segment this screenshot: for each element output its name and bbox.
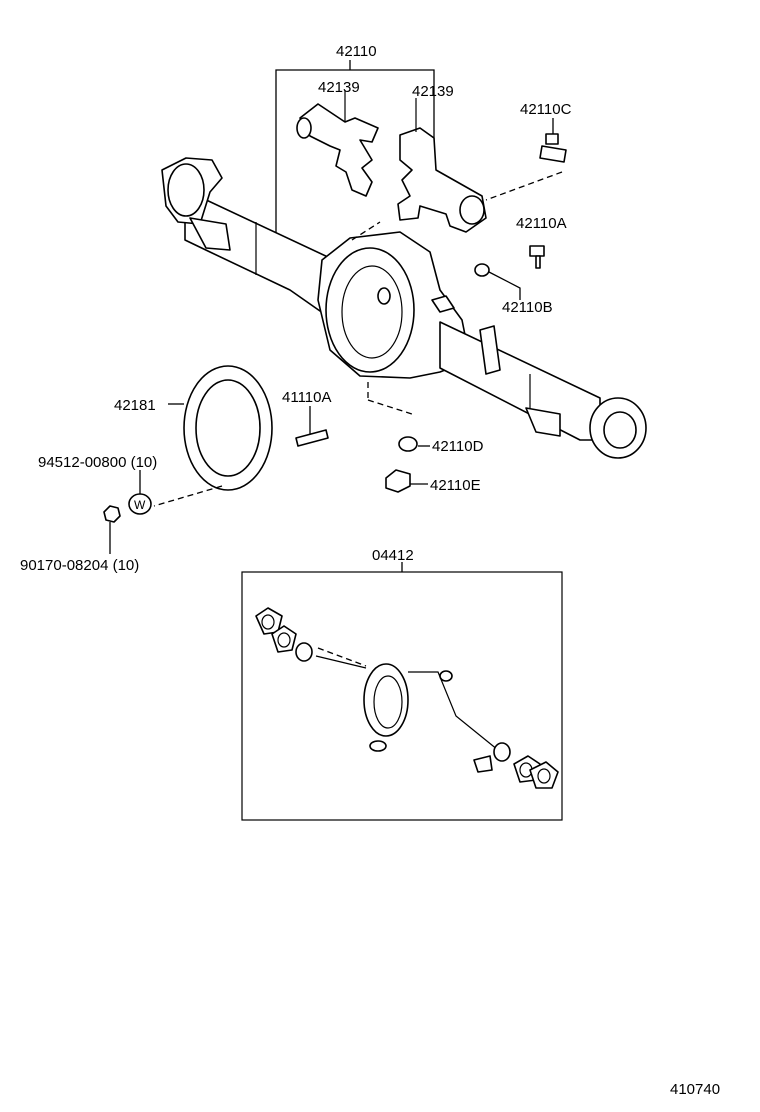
label-41110A: 41110A <box>282 389 332 406</box>
nut-42110E <box>385 469 428 493</box>
kit-04412 <box>241 562 563 821</box>
figure-number: 410740 <box>670 1081 720 1098</box>
gasket-42110B <box>474 263 521 300</box>
label-42110B: 42110B <box>502 299 553 316</box>
bracket-42139-left <box>296 90 379 197</box>
axle-housing <box>161 157 647 459</box>
label-42110: 42110 <box>336 43 377 60</box>
label-42181: 42181 <box>114 397 156 414</box>
washer-42110D <box>398 436 430 452</box>
label-90170: 90170-08204 (10) <box>20 557 139 574</box>
plug-42110A <box>529 245 545 269</box>
label-94512: 94512-00800 (10) <box>38 454 157 471</box>
gasket-42181 <box>168 365 273 491</box>
label-42110E: 42110E <box>430 477 481 494</box>
label-42110D: 42110D <box>432 438 484 455</box>
nut-90170 <box>103 505 121 554</box>
label-42110A: 42110A <box>516 215 567 232</box>
bracket-42139-right <box>397 98 487 233</box>
stud-41110A <box>295 406 329 447</box>
bracket-42110 <box>275 60 435 250</box>
washer-letter: W <box>134 498 146 512</box>
label-42139-left: 42139 <box>318 79 360 96</box>
label-04412: 04412 <box>372 547 414 564</box>
label-42110C: 42110C <box>520 101 572 118</box>
label-42139-right: 42139 <box>412 83 454 100</box>
washer-94512: W <box>128 470 152 515</box>
breather-plug <box>485 118 567 201</box>
